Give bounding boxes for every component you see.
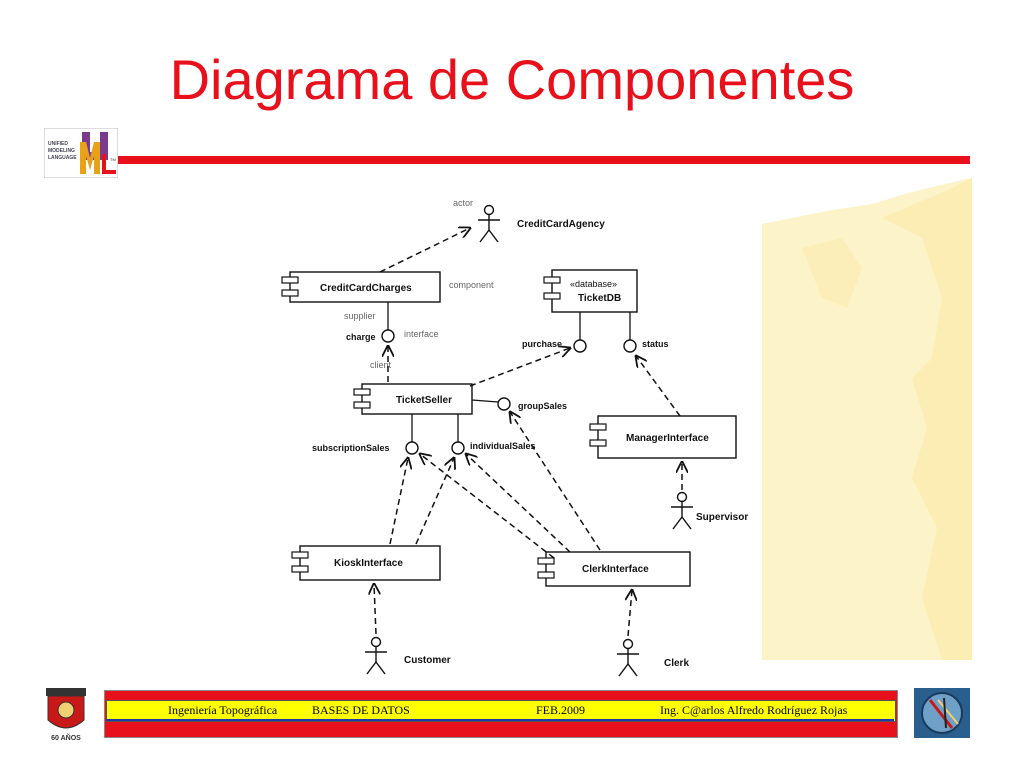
component-diagram: actor CreditCardAgency CreditCardCharges… — [281, 198, 748, 677]
dependency-charges-to-agency — [379, 228, 470, 273]
dependency-kiosk-to-individual — [415, 458, 454, 545]
uml-logo: UNIFIED MODELING LANGUAGE TM — [44, 128, 118, 178]
component-name-credit-card-charges: CreditCardCharges — [320, 283, 412, 294]
footer-course: Ingeniería Topográfica — [168, 703, 278, 717]
component-manager-interface — [589, 415, 737, 459]
interface-group-sales — [497, 397, 511, 411]
label-client: client — [370, 360, 392, 370]
uml-logo-line-1: UNIFIED — [48, 141, 68, 147]
crest-caption: 60 AÑOS — [51, 733, 81, 742]
interface-name-status: status — [642, 339, 669, 349]
actor-name-credit-card-agency: CreditCardAgency — [517, 219, 605, 230]
dependency-clerk-actor-to-clerk-interface — [628, 590, 632, 637]
label-component: component — [449, 280, 494, 290]
component-ticket-db — [543, 269, 638, 313]
component-name-ticket-db: TicketDB — [578, 293, 621, 304]
actor-credit-card-agency — [478, 204, 500, 243]
actor-customer — [365, 636, 387, 675]
interface-subscription-sales — [405, 441, 419, 455]
component-name-kiosk-interface: KioskInterface — [334, 558, 403, 569]
title-underline — [118, 156, 970, 164]
slide-title: Diagrama de Componentes — [169, 48, 855, 111]
component-ticket-seller — [353, 383, 473, 415]
uml-logo-tm: TM — [110, 157, 116, 162]
uml-logo-line-3: LANGUAGE — [48, 155, 77, 161]
footer-date: FEB.2009 — [536, 703, 586, 717]
component-clerk-interface — [537, 551, 691, 587]
university-crest-icon: 60 AÑOS — [46, 688, 86, 742]
interface-name-individual-sales: individualSales — [470, 441, 536, 451]
interface-individual-sales — [451, 441, 465, 455]
footer-subject: BASES DE DATOS — [312, 703, 410, 717]
interface-name-subscription-sales: subscriptionSales — [312, 443, 390, 453]
interface-charge — [381, 329, 395, 343]
uml-logo-line-2: MODELING — [48, 148, 75, 154]
footer-author: Ing. C@arlos Alfredo Rodríguez Rojas — [660, 703, 848, 717]
dependency-manager-to-status — [636, 356, 681, 417]
dependency-clerk-to-subscription — [420, 454, 555, 559]
dependency-clerk-to-group-sales — [510, 412, 601, 551]
interface-name-group-sales: groupSales — [518, 401, 567, 411]
dependency-kiosk-to-subscription — [389, 458, 408, 545]
actor-clerk — [617, 638, 639, 677]
actor-name-customer: Customer — [404, 655, 451, 666]
component-name-manager-interface: ManagerInterface — [626, 433, 709, 444]
dependency-clerk-to-individual — [466, 454, 571, 553]
label-actor: actor — [453, 198, 473, 208]
component-credit-card-charges — [281, 271, 441, 303]
dependency-customer-to-kiosk — [374, 584, 376, 635]
decorative-background-shape — [762, 178, 972, 660]
interface-purchase — [573, 339, 587, 353]
component-name-ticket-seller: TicketSeller — [396, 395, 452, 406]
interface-name-purchase: purchase — [522, 339, 562, 349]
dependency-seller-to-purchase — [469, 348, 570, 387]
footer-info-strip — [106, 700, 896, 722]
actor-supervisor — [671, 491, 693, 530]
faculty-emblem-icon — [914, 688, 970, 738]
label-interface: interface — [404, 329, 439, 339]
component-name-clerk-interface: ClerkInterface — [582, 564, 649, 575]
interface-status — [623, 339, 637, 353]
actor-name-clerk: Clerk — [664, 658, 689, 669]
label-supplier: supplier — [344, 311, 376, 321]
footer-divider-line — [106, 719, 894, 721]
interface-name-charge: charge — [346, 332, 376, 342]
actor-name-supervisor: Supervisor — [696, 512, 748, 523]
component-kiosk-interface — [291, 545, 441, 581]
component-stereotype-ticket-db: «database» — [570, 279, 617, 289]
